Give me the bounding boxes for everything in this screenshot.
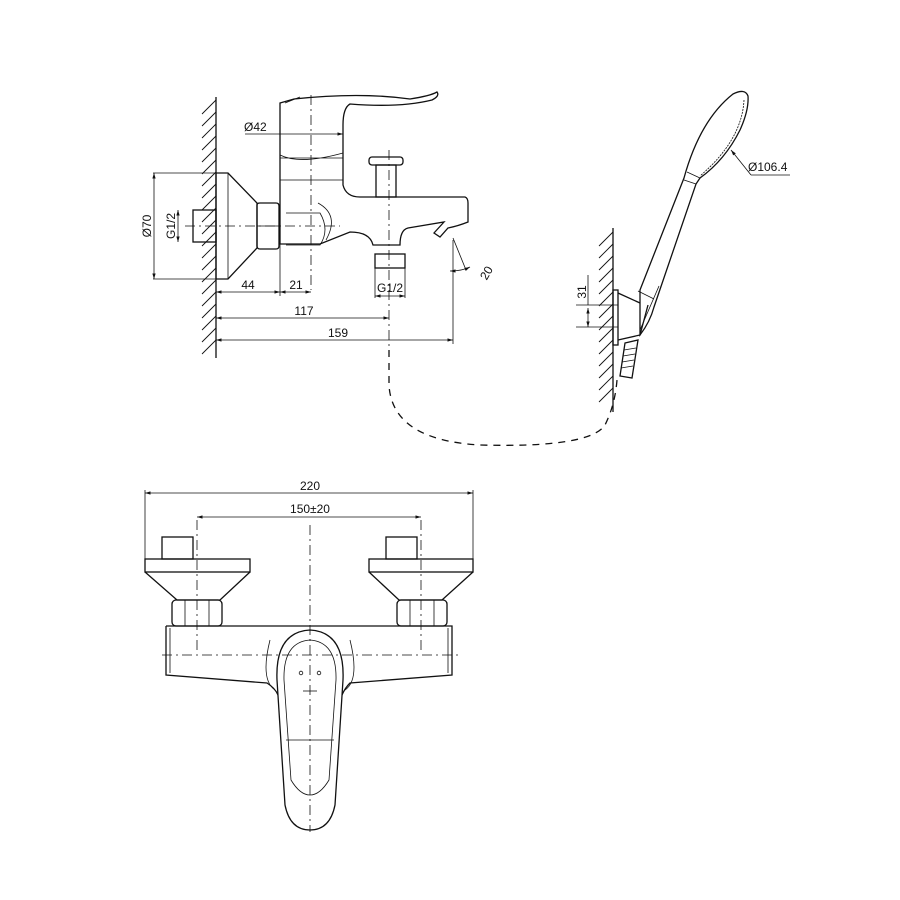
dim-21: 21 xyxy=(289,278,303,292)
dim-inlet-thread: G1/2 xyxy=(164,213,178,239)
diverter-knob xyxy=(368,156,404,166)
dim-159: 159 xyxy=(328,326,348,340)
left-inlet xyxy=(144,536,251,627)
dim-outlet-thread: G1/2 xyxy=(377,281,403,295)
side-view: Ø70 G1/2 Ø42 44 21 G1/2 117 159 20 xyxy=(140,91,496,358)
hatch-line xyxy=(598,387,614,403)
hatch-line xyxy=(598,351,614,367)
wall-hatching xyxy=(201,99,217,355)
hatch-line xyxy=(598,255,614,271)
hose-coil xyxy=(619,339,639,379)
hatch-line xyxy=(201,255,217,271)
dim-head-diameter: Ø106.4 xyxy=(748,160,788,174)
hatch-line xyxy=(201,291,217,307)
hatch-line xyxy=(201,99,217,115)
hatch-line xyxy=(201,123,217,139)
hatch-line xyxy=(201,111,217,127)
wall-hatching-right xyxy=(598,231,614,403)
hatch-line xyxy=(201,135,217,151)
hatch-line xyxy=(201,303,217,319)
hand-shower xyxy=(639,90,749,337)
hatch-line xyxy=(598,267,614,283)
body-bar xyxy=(165,625,453,696)
hatch-line xyxy=(201,243,217,259)
hatch-line xyxy=(201,159,217,175)
hatch-line xyxy=(201,339,217,355)
outlet-thread xyxy=(374,253,406,269)
dim-angle: 20 xyxy=(477,263,496,282)
hatch-line xyxy=(201,171,217,187)
dim-holder: 31 xyxy=(575,285,589,299)
hex-nut xyxy=(256,202,280,250)
hatch-line xyxy=(201,219,217,235)
hatch-line xyxy=(201,231,217,247)
hatch-line xyxy=(201,195,217,211)
shower-holder xyxy=(617,292,649,341)
hatch-line xyxy=(598,363,614,379)
hatch-line xyxy=(201,279,217,295)
hose-dashed xyxy=(388,350,618,446)
right-inlet xyxy=(368,536,474,627)
hand-shower-view: Ø106.4 31 xyxy=(575,90,790,412)
hatch-line xyxy=(598,327,614,343)
hatch-line xyxy=(598,279,614,295)
hatch-line xyxy=(201,315,217,331)
hatch-line xyxy=(598,303,614,319)
dim-flange-diameter: Ø70 xyxy=(140,214,154,237)
hatch-line xyxy=(598,231,614,247)
hatch-line xyxy=(598,339,614,355)
front-view: 220 150±20 xyxy=(144,479,474,832)
hatch-line xyxy=(598,291,614,307)
dim-117: 117 xyxy=(294,304,313,318)
hatch-line xyxy=(201,267,217,283)
diverter-stem xyxy=(375,164,397,198)
mixer-body xyxy=(279,91,469,246)
hatch-line xyxy=(598,375,614,391)
dim-body-diameter: Ø42 xyxy=(244,120,267,134)
hatch-line xyxy=(201,147,217,163)
hatch-line xyxy=(201,327,217,343)
dim-44: 44 xyxy=(241,278,255,292)
dim-overall-width: 220 xyxy=(300,479,320,493)
hatch-line xyxy=(598,243,614,259)
hatch-line xyxy=(201,183,217,199)
holder-plate xyxy=(612,289,619,346)
dim-inlet-spacing: 150±20 xyxy=(290,502,330,516)
hatch-line xyxy=(598,315,614,331)
